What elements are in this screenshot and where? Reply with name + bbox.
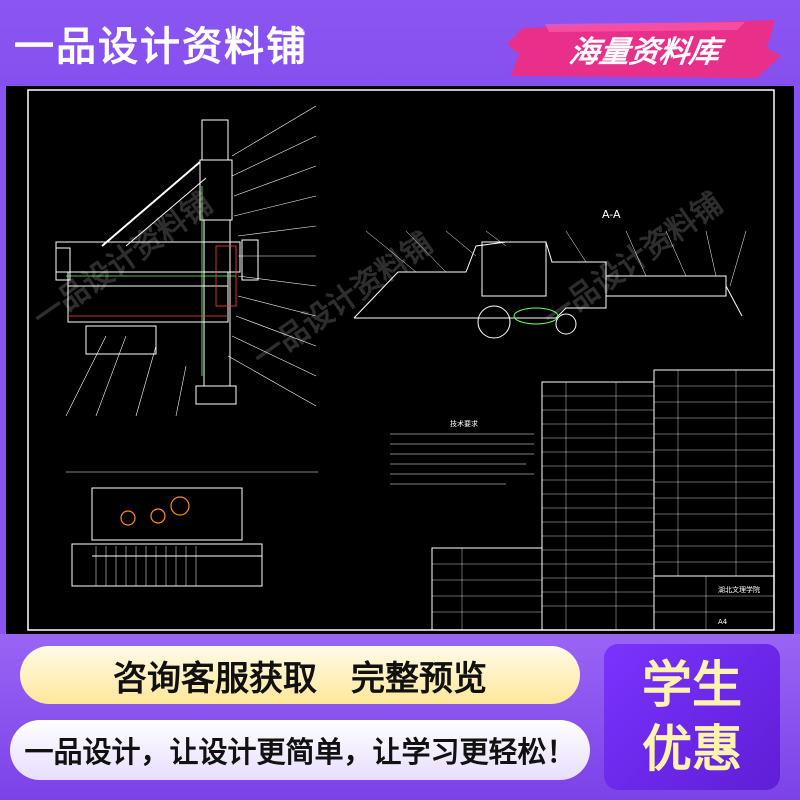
title-block-school: 湖北文理学院: [718, 585, 760, 594]
cta-right: 完整预览: [351, 658, 487, 699]
ribbon-brush-shape: [507, 20, 781, 78]
header-band: 一品设计资料铺 海量资料库: [0, 0, 800, 86]
notes-title: 技术要求: [450, 419, 478, 428]
slogan-pill: 一品设计，让设计更简单，让学习更轻松！: [10, 720, 590, 780]
student-discount-badge[interactable]: 学生 优惠: [604, 644, 780, 790]
cad-drawing: A-A 技术要求 湖北文理学院 A4 一品设计资料铺 一品设计资料铺 一品设计资…: [6, 86, 794, 634]
sheet-size: A4: [718, 618, 728, 626]
slogan: 一品设计，让设计更简单，让学习更轻松！: [24, 735, 576, 769]
footer-band: 咨询客服获取 完整预览 一品设计，让设计更简单，让学习更轻松！ 学生 优惠: [0, 634, 800, 800]
badge-line1: 学生: [642, 656, 742, 714]
cad-drawing-svg: A-A 技术要求 湖北文理学院 A4: [27, 89, 775, 631]
section-label: A-A: [602, 208, 621, 221]
ribbon-banner: 海量资料库: [505, 18, 785, 80]
cta-left: 咨询客服获取: [113, 658, 317, 699]
cta-pill[interactable]: 咨询客服获取 完整预览: [20, 646, 580, 704]
badge-line2: 优惠: [642, 720, 742, 778]
brand-title: 一品设计资料铺: [14, 24, 308, 70]
ribbon-text: 海量资料库: [567, 35, 722, 70]
